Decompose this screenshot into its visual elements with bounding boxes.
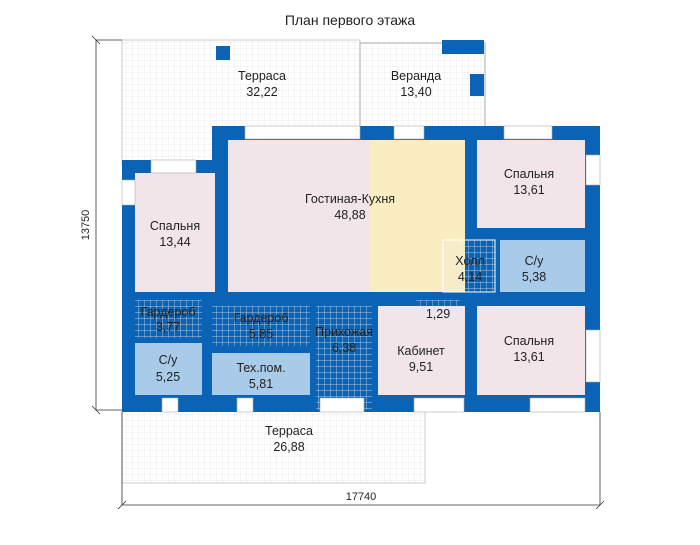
room-area: 9,51 (409, 360, 433, 374)
terrace-pillar (216, 46, 230, 60)
room-name: Гардероб (234, 311, 289, 325)
dimension-height: 13750 (80, 210, 92, 241)
room-bath-right (500, 240, 585, 292)
room-name: Терраса (265, 424, 313, 438)
room-bedroom-bottom-right (477, 306, 585, 395)
room-area: 5,38 (522, 270, 546, 284)
room-area: 5,81 (249, 377, 273, 391)
room-name: Спальня (150, 219, 200, 233)
room-area: 5,25 (156, 370, 180, 384)
room-name: Спальня (504, 334, 554, 348)
room-area: 4,14 (458, 270, 482, 284)
veranda-pillar (470, 74, 484, 96)
dimension-lines (91, 35, 605, 510)
room-name: Тех.пом. (236, 361, 285, 375)
room-wardrobe-mid (212, 306, 310, 346)
room-name: С/у (525, 254, 545, 268)
room-area: 48,88 (334, 208, 365, 222)
room-area: 26,88 (273, 440, 304, 454)
terrace-bottom (121, 409, 426, 484)
room-area: 13,40 (400, 85, 431, 99)
room-area: 32,22 (246, 85, 277, 99)
room-area: 13,61 (513, 350, 544, 364)
room-name: С/у (159, 353, 179, 367)
rooms (135, 140, 585, 410)
room-small (416, 300, 460, 320)
room-entrance (316, 306, 372, 410)
veranda-pillar (442, 40, 484, 54)
room-area: 13,44 (159, 235, 190, 249)
dimension-width: 17740 (346, 491, 377, 503)
room-name: Веранда (391, 69, 441, 83)
room-name: Гардероб (141, 305, 196, 319)
room-wardrobe-left (135, 300, 202, 338)
room-area: 1,29 (426, 307, 450, 321)
room-name: Спальня (504, 167, 554, 181)
room-study (378, 306, 465, 395)
room-name: Прихожая (315, 325, 373, 339)
windows (121, 125, 601, 413)
room-area: 3,77 (156, 320, 180, 334)
room-bedroom-left (135, 173, 215, 292)
room-area: 13,61 (513, 183, 544, 197)
room-name: Холл (455, 254, 484, 268)
plan-title: План первого этажа (284, 12, 416, 28)
room-name: Гостиная-Кухня (305, 192, 395, 206)
room-bedroom-top-right (477, 140, 585, 228)
room-bath-left (135, 343, 202, 395)
room-labels: Терраса 32,22 Веранда 13,40 Гостиная-Кух… (141, 69, 555, 454)
room-tech (212, 353, 310, 395)
room-area: 5,85 (249, 327, 273, 341)
room-name: Кабинет (397, 344, 445, 358)
room-area: 6,38 (332, 341, 356, 355)
room-hall (442, 239, 496, 293)
room-living (228, 140, 370, 292)
room-name: Терраса (238, 69, 286, 83)
